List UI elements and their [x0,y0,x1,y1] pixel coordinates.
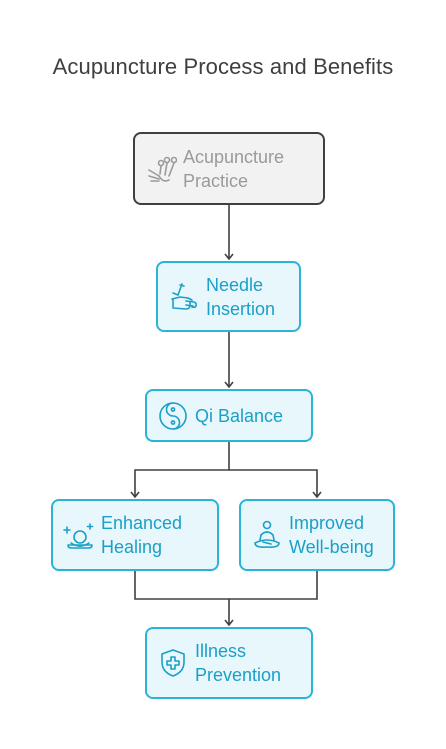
diagram-title: Acupuncture Process and Benefits [52,54,394,79]
node-label-line: Prevention [195,665,282,685]
arrow-qi-to-wellbeing [229,469,322,499]
arrow-healing-to-prevention [134,571,234,627]
yin-yang-icon [157,400,189,432]
node-label-line: Qi Balance [195,405,284,426]
node-qi-balance: Qi Balance [145,389,313,442]
node-illness-prevention: Illness Prevention [145,627,313,699]
node-label-line: Enhanced [101,513,183,533]
node-label-line: Well-being [289,537,374,557]
node-label-line: Healing [101,537,163,557]
healing-orb-icon [63,519,95,551]
shield-cross-icon [157,647,189,679]
node-improved-wellbeing: Improved Well-being [239,499,395,571]
node-label-line: Acupuncture [183,146,285,167]
meditation-person-icon [251,519,283,551]
arrow-qi-to-healing [130,442,230,499]
node-label-line: Needle [206,274,264,295]
arrow-wellbeing-to-prevention [229,571,318,600]
node-enhanced-healing: Enhanced Healing [51,499,219,571]
node-label-line: Insertion [206,298,276,319]
acupuncture-points-icon [145,153,177,185]
needle-hand-icon [168,281,200,313]
node-label-line: Illness [195,641,247,661]
node-label-line: Improved [289,513,365,533]
node-label-line: Practice [183,170,249,191]
node-acupuncture-practice: Acupuncture Practice [133,132,325,205]
node-needle-insertion: Needle Insertion [156,261,301,332]
